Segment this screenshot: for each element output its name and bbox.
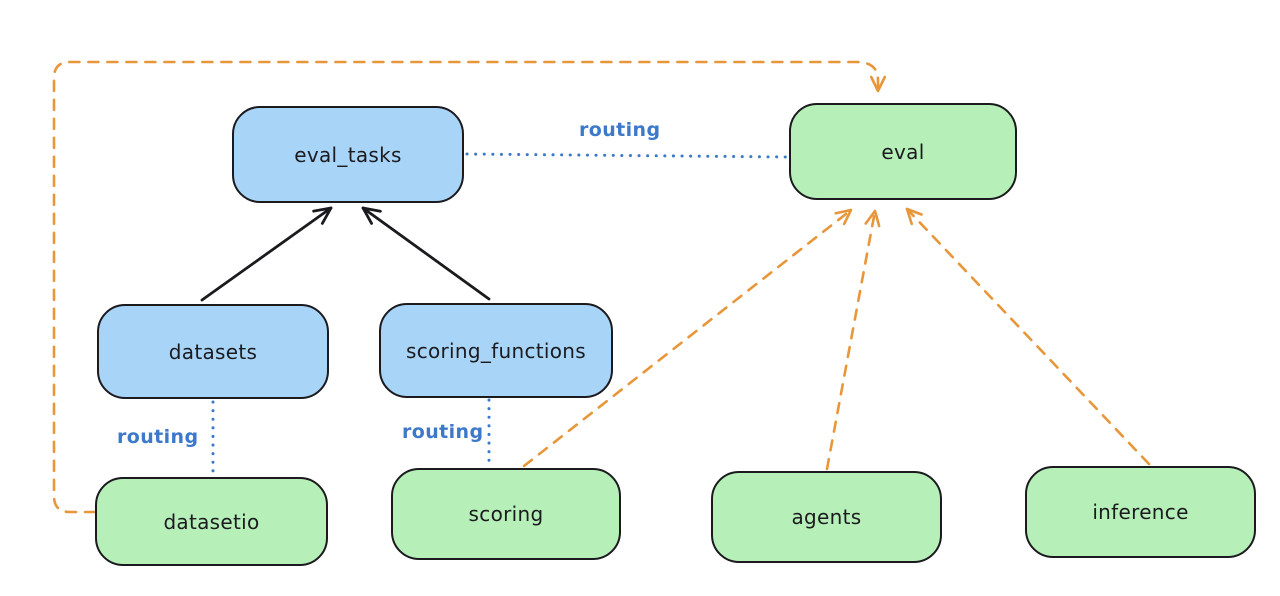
node-eval-tasks: eval_tasks xyxy=(232,106,464,203)
node-eval-label: eval xyxy=(881,139,925,164)
node-datasets-label: datasets xyxy=(168,339,258,364)
node-datasetio: datasetio xyxy=(95,477,328,566)
edge-label-routing-middle: routing xyxy=(402,421,484,443)
node-inference-label: inference xyxy=(1092,500,1189,524)
edge-datasetio-to-eval xyxy=(52,60,887,514)
node-datasetio-label: datasetio xyxy=(163,509,260,534)
edge-scoring-to-eval xyxy=(522,208,853,468)
node-scoring-label: scoring xyxy=(468,502,544,526)
node-eval: eval xyxy=(789,103,1017,200)
edge-label-routing-top: routing xyxy=(579,119,661,141)
node-scoring: scoring xyxy=(391,468,621,560)
node-scoring-functions-label: scoring_functions xyxy=(405,338,587,363)
node-inference: inference xyxy=(1025,466,1256,558)
node-scoring-functions: scoring_functions xyxy=(379,303,613,398)
edge-agents-to-eval xyxy=(825,209,881,471)
edge-routing-eval-tasks-to-eval xyxy=(465,152,789,159)
edge-datasets-to-eval-tasks xyxy=(200,206,333,302)
node-agents-label: agents xyxy=(791,505,862,529)
node-datasets: datasets xyxy=(97,304,329,399)
node-agents: agents xyxy=(711,471,942,563)
edge-inference-to-eval xyxy=(905,207,1151,466)
edge-scoring-functions-to-eval-tasks xyxy=(361,206,491,301)
node-eval-tasks-label: eval_tasks xyxy=(294,142,402,167)
edge-label-routing-left: routing xyxy=(117,426,199,448)
